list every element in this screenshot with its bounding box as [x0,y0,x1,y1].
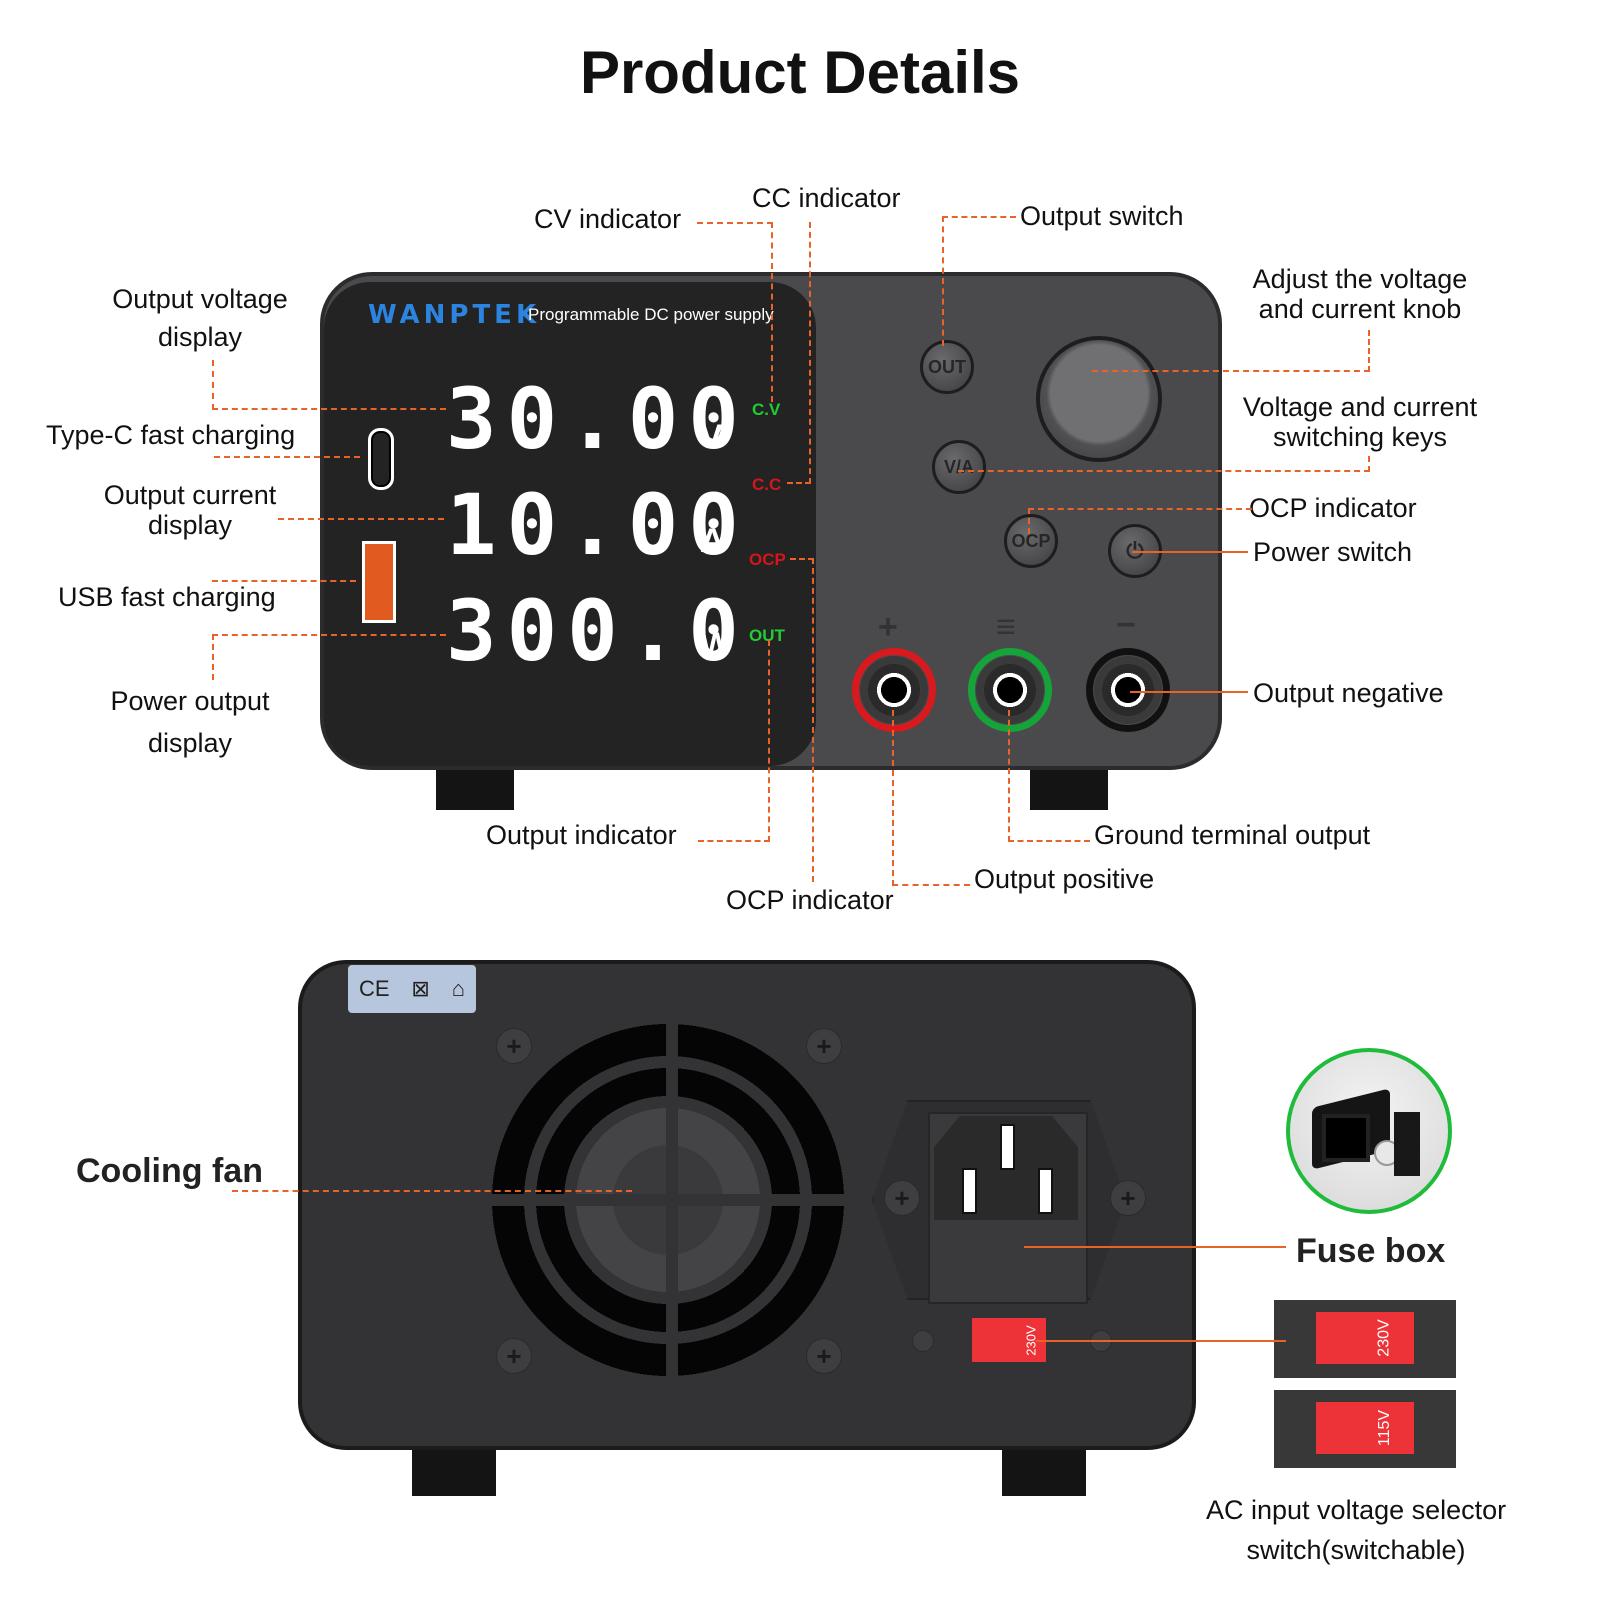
current-unit: A [700,522,725,560]
leader-ac-selector [1036,1340,1286,1342]
power-readout: 300.0 [446,582,749,680]
adjust-knob[interactable] [1036,336,1162,462]
output-button[interactable]: OUT [920,340,974,394]
voltage-unit: V [700,418,723,456]
ce-mark-icon: CE [358,976,390,1001]
weee-bin-icon: ⊠ [411,976,430,1001]
fuse-holder-opening [1322,1114,1370,1162]
callout-power-switch: Power switch [1253,537,1413,567]
screw-icon: + [884,1180,920,1216]
negative-terminal[interactable] [1086,648,1170,732]
callout-fuse-box: Fuse box [1296,1232,1446,1270]
screw-icon: + [496,1028,532,1064]
callout-ground-terminal: Ground terminal output [1094,820,1371,850]
type-c-port [368,428,394,490]
rear-hole-left [912,1330,934,1352]
leader-ground [1008,710,1090,842]
ground-symbol: ≡ [996,608,1016,646]
leader-current-display [278,518,444,520]
cv-indicator: C.V [752,400,781,419]
page-title: Product Details [579,39,1021,106]
screw-icon: + [806,1338,842,1374]
callout-usb: USB fast charging [58,582,276,612]
device-subtitle: Programmable DC power supply [528,305,774,324]
ac-voltage-selector[interactable]: 230V [972,1318,1046,1362]
fuse-holder-clip [1394,1112,1420,1176]
leader-cv [697,222,773,402]
power-unit: W [700,626,733,664]
leader-cc [787,222,811,484]
positive-symbol: + [878,608,898,646]
front-foot-left [436,766,514,810]
callout-ocp-indicator-bottom: OCP indicator [726,885,894,915]
callout-output-positive: Output positive [974,864,1155,894]
leader-voltage-display [212,360,446,410]
positive-terminal[interactable] [852,648,936,732]
negative-symbol: − [1116,606,1136,644]
current-readout: 10.00 [446,476,749,574]
leader-output-negative [1130,691,1248,693]
cc-indicator: C.C [752,475,782,494]
ocp-button[interactable]: OCP [1004,514,1058,568]
out-indicator: OUT [749,626,785,645]
callout-cooling-fan: Cooling fan [76,1152,263,1190]
usb-port [362,541,396,623]
leader-power-switch [1132,551,1248,553]
certification-label: CE ⊠ ⌂ [348,965,476,1013]
leader-ocp-bottom [790,558,814,882]
leader-power-display [212,634,446,680]
brand-logo: WANPTEK [368,300,541,330]
switch-230v-image: 230V [1316,1312,1414,1364]
screw-icon: + [1110,1180,1146,1216]
callout-type-c: Type-C fast charging [46,420,296,450]
ground-terminal[interactable] [968,648,1052,732]
socket-pin-left [962,1168,977,1214]
socket-pin-right [1038,1168,1053,1214]
callout-output-negative: Output negative [1253,678,1444,708]
power-icon: ⏻ [1126,538,1144,563]
display-panel [324,282,816,766]
leader-usb [212,580,356,582]
screw-icon: + [496,1338,532,1374]
fan-grille-bar-horizontal [490,1194,846,1206]
screw-icon: + [806,1028,842,1064]
socket-pin-earth [1000,1124,1015,1170]
switch-115v-image: 115V [1316,1402,1414,1454]
leader-fuse-box [1024,1246,1286,1248]
callout-cv-indicator: CV indicator [534,204,682,234]
front-foot-right [1030,766,1108,810]
callout-cc-indicator: CC indicator [752,183,901,213]
voltage-readout: 30.00 [446,370,749,468]
ocp-indicator: OCP [749,550,786,569]
indoor-use-icon: ⌂ [451,976,466,1001]
leader-cooling-fan [232,1190,632,1192]
leader-output-indicator [698,640,770,842]
leader-positive [892,710,970,886]
rear-foot-right [1002,1444,1086,1496]
leader-knob [1092,330,1370,372]
leader-type-c [214,456,360,458]
callout-output-indicator: Output indicator [486,820,677,850]
callout-output-switch: Output switch [1020,201,1184,231]
va-switch-button[interactable]: V/A [932,440,986,494]
leader-va [958,456,1370,472]
callout-ocp-indicator-right: OCP indicator [1249,493,1417,523]
rear-foot-left [412,1444,496,1496]
leader-ocp-right [1028,508,1252,534]
fuse-box-photo [1286,1048,1452,1214]
leader-output-switch [942,216,1016,346]
